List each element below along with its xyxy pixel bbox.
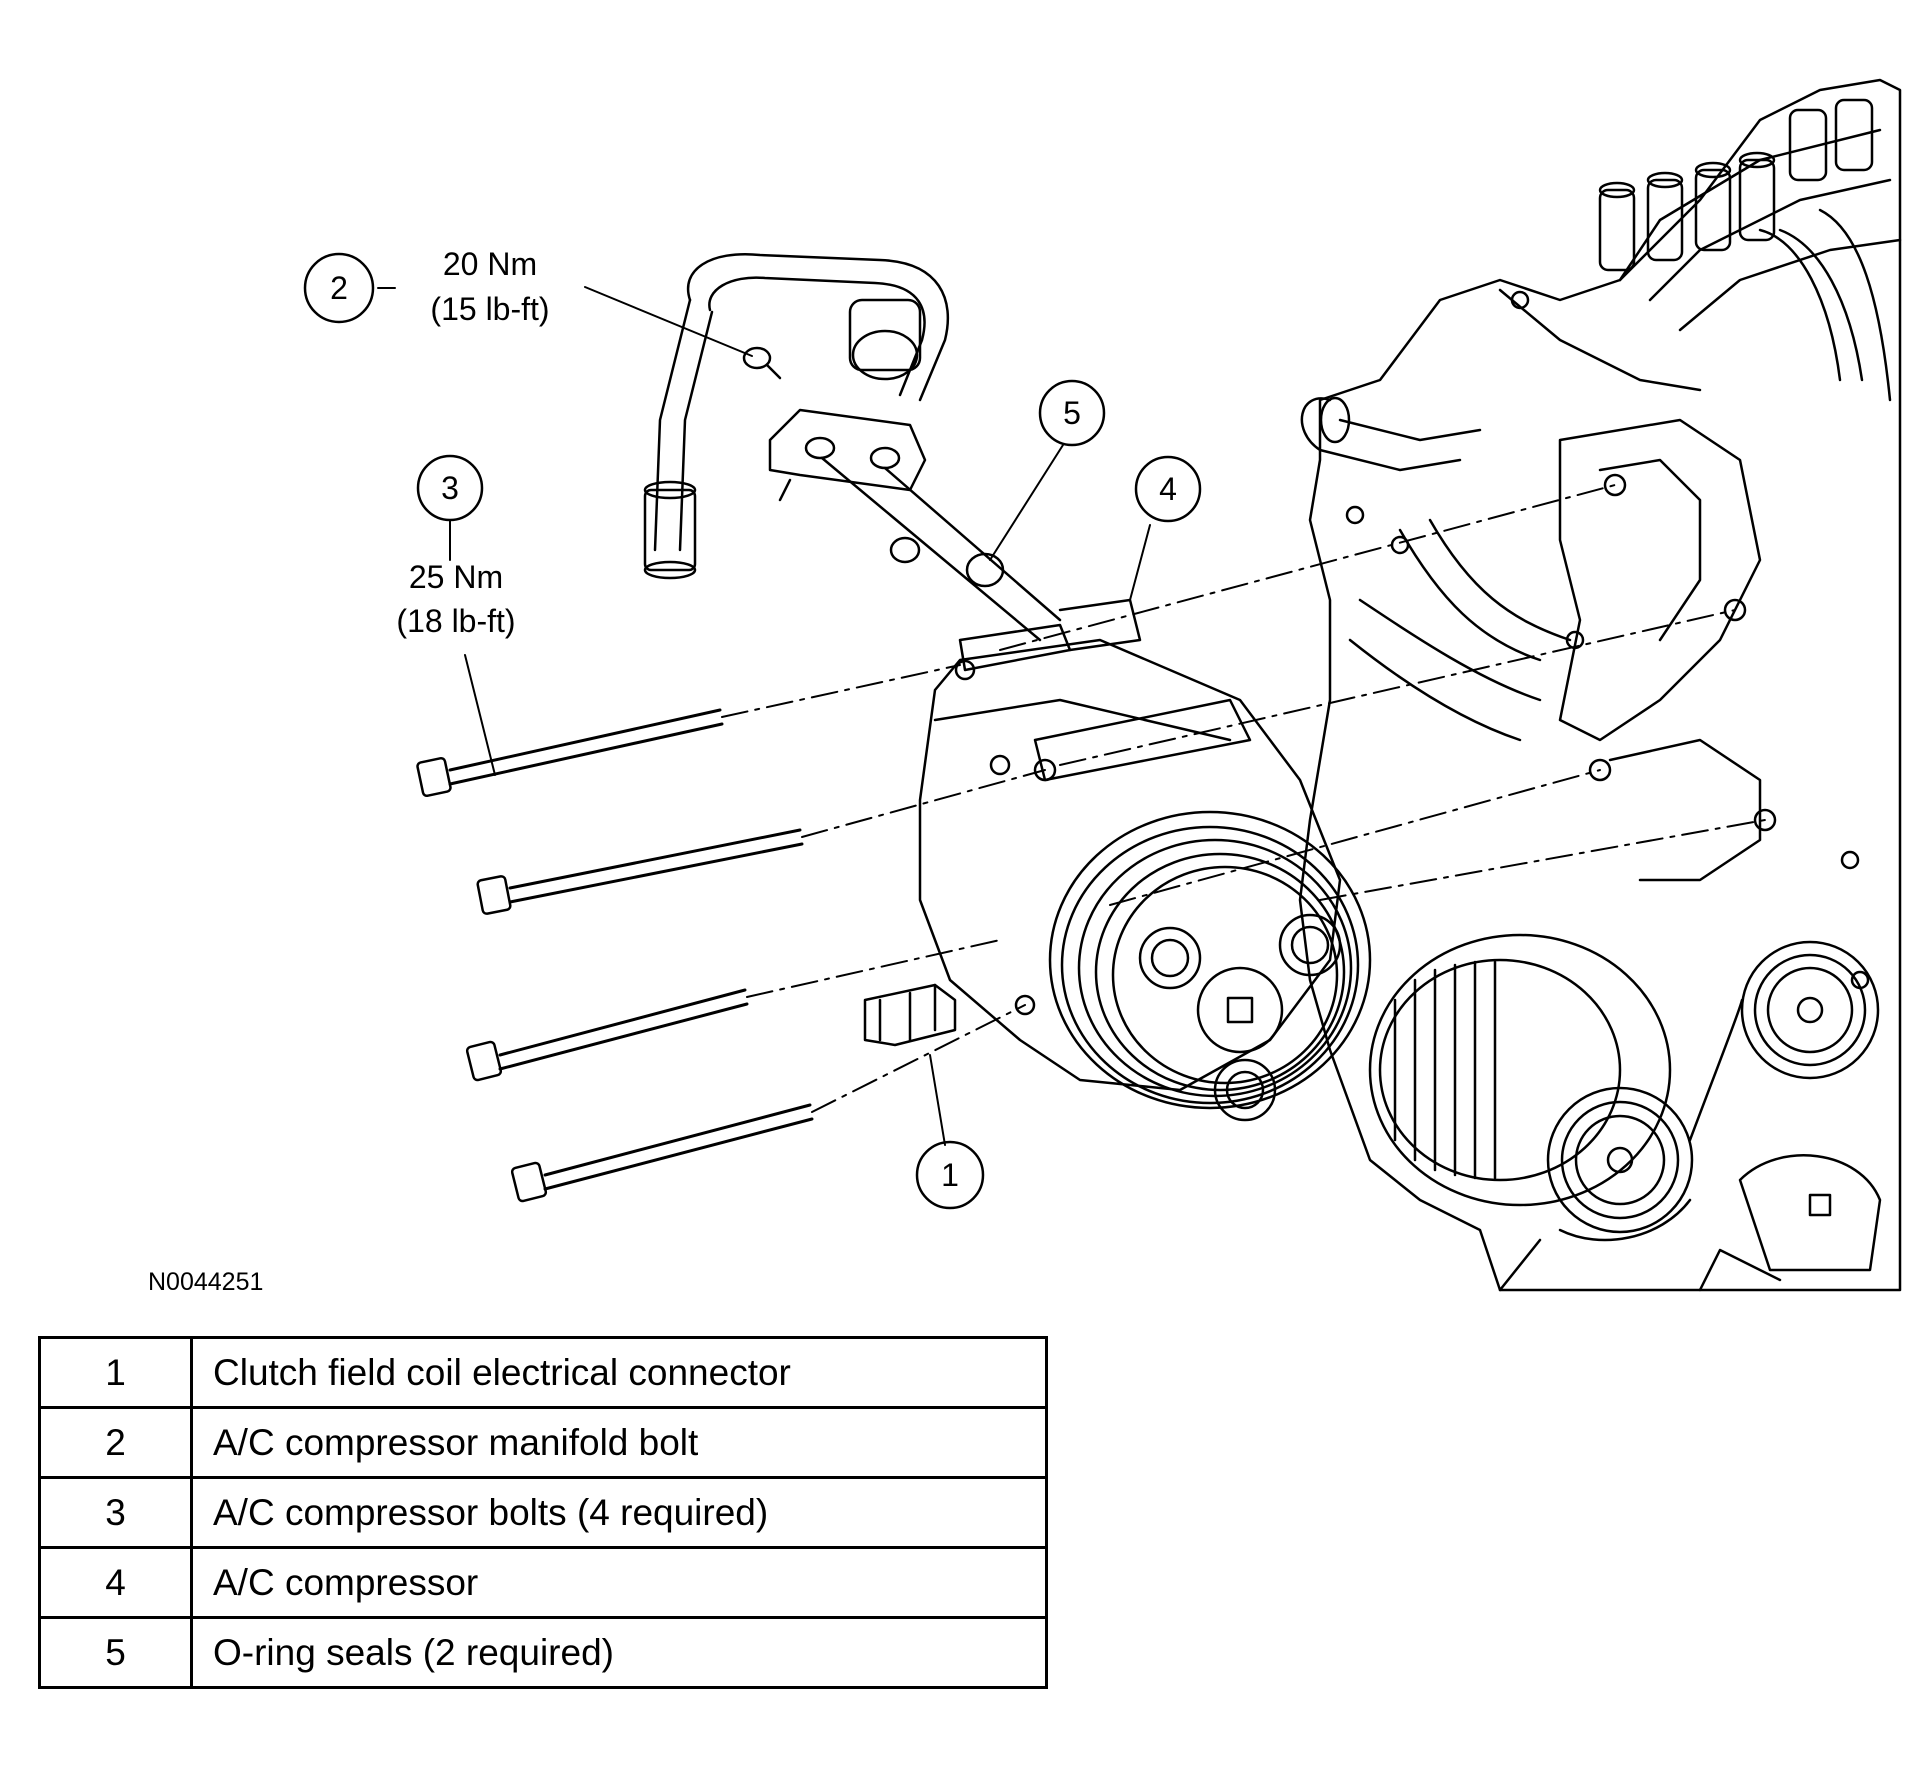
ac-compressor-drawing xyxy=(863,598,1372,1122)
exploded-view-diagram: 2 3 5 4 1 20 Nm (15 lb-ft) 25 Nm (18 lb-… xyxy=(148,78,1902,1296)
legend-table: 1 Clutch field coil electrical connector… xyxy=(38,1336,1048,1689)
callout-number-5: 5 xyxy=(1063,395,1081,431)
torque-2-lbft: (15 lb-ft) xyxy=(430,291,549,327)
callout-number-2: 2 xyxy=(330,270,348,306)
figure-id: N0044251 xyxy=(148,1268,263,1296)
legend-number: 5 xyxy=(38,1616,193,1689)
legend-description: A/C compressor bolts (4 required) xyxy=(190,1476,1048,1549)
table-row: 5 O-ring seals (2 required) xyxy=(38,1616,1048,1689)
torque-3-lbft: (18 lb-ft) xyxy=(396,603,515,639)
callout-circle-3 xyxy=(416,454,484,522)
compressor-bolts xyxy=(416,708,814,1203)
table-row: 3 A/C compressor bolts (4 required) xyxy=(38,1476,1048,1549)
legend-description: O-ring seals (2 required) xyxy=(190,1616,1048,1689)
legend-number: 4 xyxy=(38,1546,193,1619)
legend-description: A/C compressor manifold bolt xyxy=(190,1406,1048,1479)
legend-number: 1 xyxy=(38,1336,193,1409)
legend-number: 3 xyxy=(38,1476,193,1549)
legend-number: 2 xyxy=(38,1406,193,1479)
table-row: 2 A/C compressor manifold bolt xyxy=(38,1406,1048,1479)
callout-circle-1 xyxy=(915,1140,985,1210)
legend-description: Clutch field coil electrical connector xyxy=(190,1336,1048,1409)
table-row: 1 Clutch field coil electrical connector xyxy=(38,1336,1048,1409)
torque-3-nm: 25 Nm xyxy=(409,559,503,595)
alignment-lines xyxy=(721,484,1766,1113)
callout-circle-5 xyxy=(1038,379,1106,447)
legend-description: A/C compressor xyxy=(190,1546,1048,1619)
callout-circle-2 xyxy=(303,252,375,324)
engine-drawing xyxy=(1298,78,1902,1292)
callout-number-3: 3 xyxy=(441,470,459,506)
leader-lines xyxy=(377,286,1151,1146)
table-row: 4 A/C compressor xyxy=(38,1546,1048,1619)
torque-2-nm: 20 Nm xyxy=(443,246,537,282)
callout-number-1: 1 xyxy=(941,1157,959,1193)
refrigerant-line-manifold xyxy=(643,252,1062,642)
callout-circle-4 xyxy=(1134,455,1202,523)
callout-number-4: 4 xyxy=(1159,471,1177,507)
